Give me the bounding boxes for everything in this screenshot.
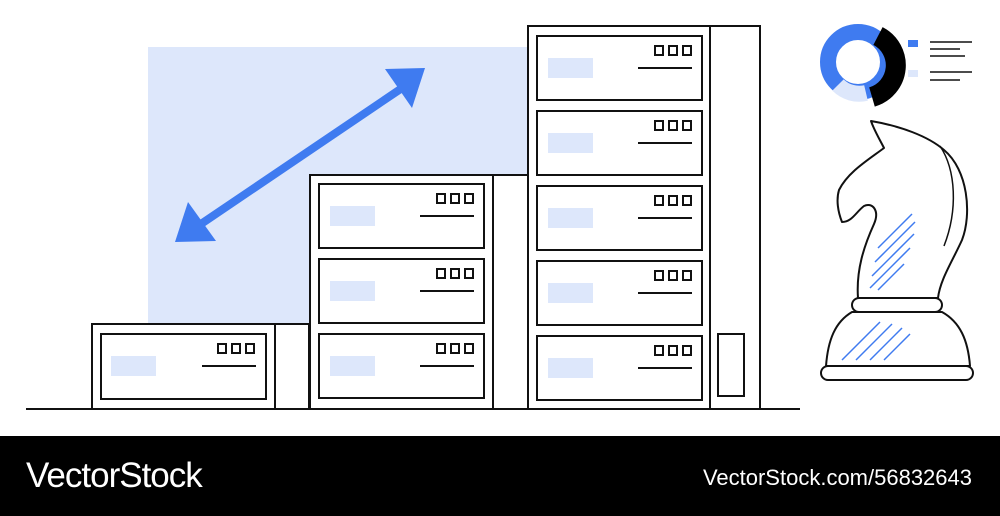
server-rack-medium (309, 174, 529, 410)
server-rack-small (91, 323, 310, 410)
chess-knight-icon (820, 120, 974, 381)
brand-logo: VectorStock (26, 456, 203, 495)
watermark-footer: VectorStock VectorStock.com/56832643 (0, 436, 1000, 516)
server-rack-tall (527, 25, 761, 410)
illustration (26, 24, 974, 410)
donut-chart-icon (820, 24, 906, 107)
double-arrow-icon (175, 68, 425, 242)
image-id-text: VectorStock.com/56832643 (702, 465, 972, 490)
legend-lines-icon (908, 40, 972, 81)
